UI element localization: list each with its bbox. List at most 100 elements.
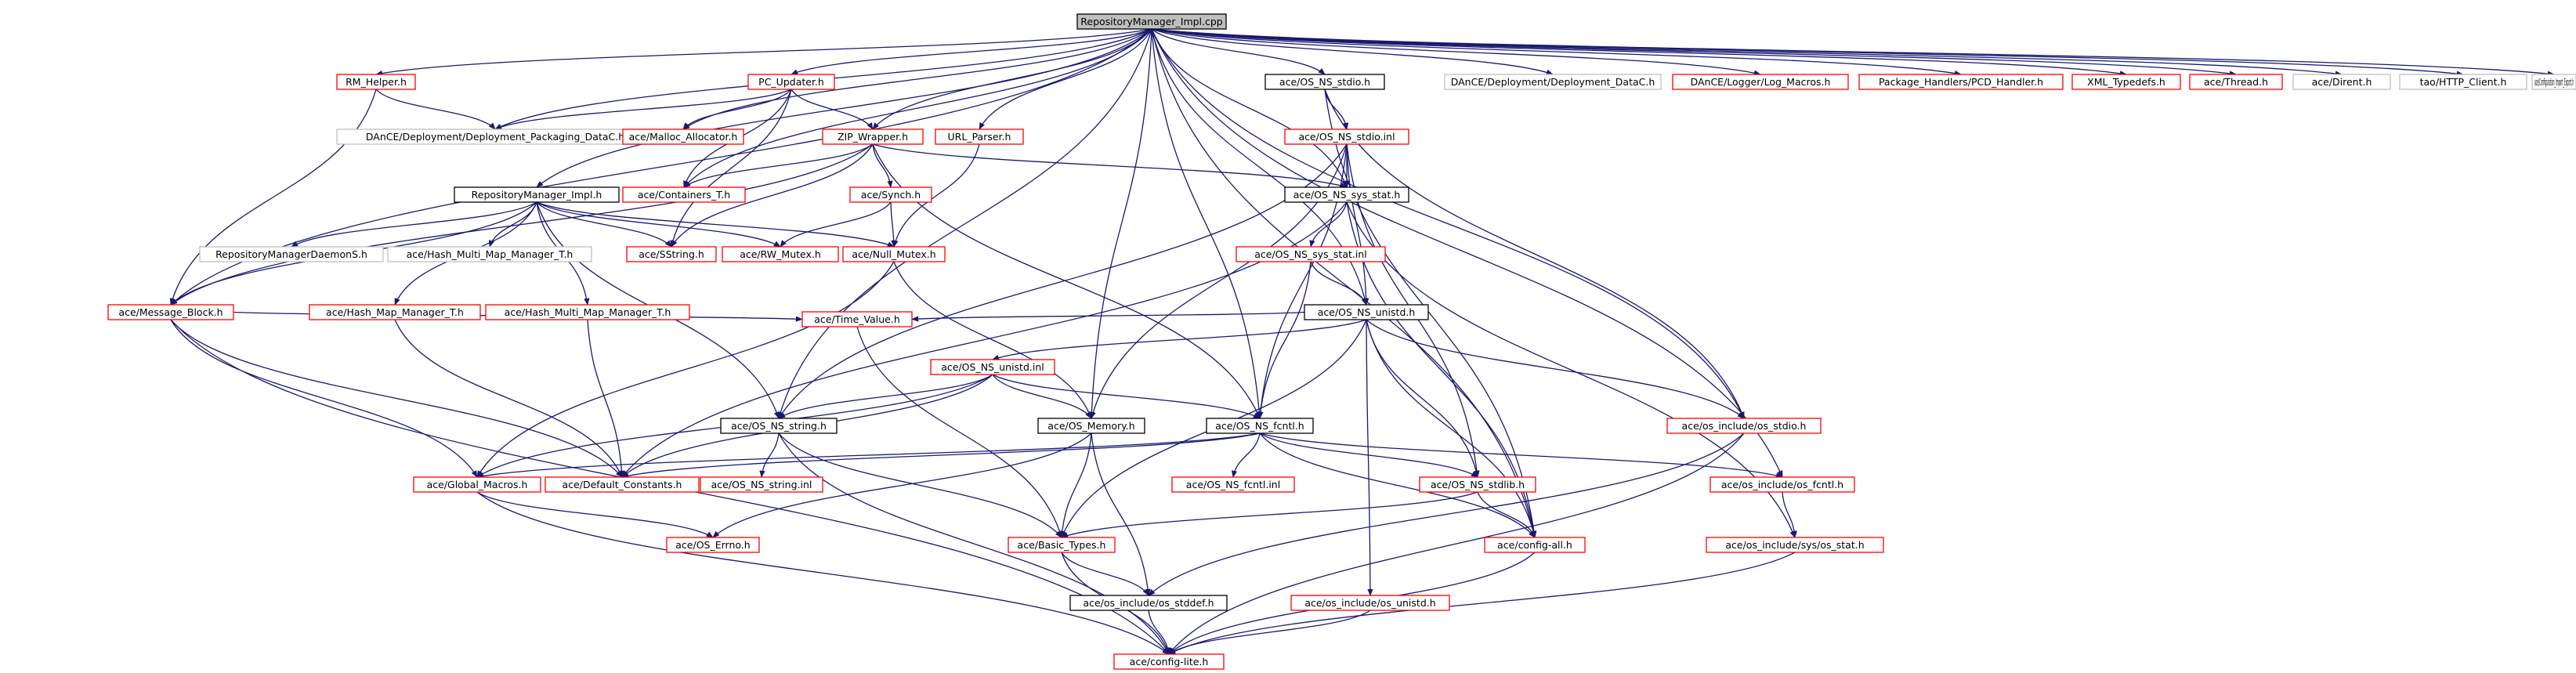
node-box-sys_stat_inl [1236, 246, 1386, 262]
node-inc_stdio[interactable]: ace/os_include/os_stdio.h [1666, 418, 1822, 434]
node-basic_types[interactable]: ace/Basic_Types.h [1008, 537, 1116, 553]
node-url_parser[interactable]: URL_Parser.h [935, 128, 1024, 145]
edge-null_mutex-to-os_memory [893, 261, 1092, 419]
node-label-hash_multi_map: ace/Hash_Multi_Map_Manager_T.h [407, 248, 573, 260]
node-rm_helper[interactable]: RM_Helper.h [336, 74, 416, 90]
edge-ns_fcntl-to-ns_stdlib [1259, 432, 1478, 478]
edge-pc_updater-to-malloc_alloc [682, 89, 792, 130]
node-xml_typedefs[interactable]: XML_Typedefs.h [2071, 74, 2181, 90]
node-label-ns_fcntl: ace/OS_NS_fcntl.h [1215, 420, 1304, 432]
edge-null_mutex-to-global_macros [476, 261, 895, 478]
node-hash_map[interactable]: ace/Hash_Map_Manager_T.h [309, 304, 481, 320]
node-ns_string_inl[interactable]: ace/OS_NS_string.inl [700, 476, 823, 493]
node-box-os_memory [1037, 418, 1145, 434]
node-ns_string[interactable]: ace/OS_NS_string.h [720, 418, 838, 434]
node-config_lite[interactable]: ace/config-lite.h [1113, 653, 1225, 670]
node-os_errno[interactable]: ace/OS_Errno.h [666, 537, 760, 553]
edge-pc_updater-to-sstring [670, 89, 792, 248]
node-box-rm_helper [336, 74, 416, 90]
edge-ns_fcntl-to-inc_fcntl [1259, 432, 1783, 479]
node-pcd_handler[interactable]: Package_Handlers/PCD_Handler.h [1858, 74, 2064, 90]
node-box-ns_fcntl [1206, 418, 1314, 434]
node-thread[interactable]: ace/Thread.h [2189, 74, 2283, 90]
edge-root-to-dirent [1151, 28, 2343, 77]
node-message_block[interactable]: ace/Message_Block.h [107, 304, 234, 320]
edge-inc_unistd-to-config_lite [1168, 610, 1371, 655]
edge-zip_wrapper-to-containers_t [683, 143, 874, 188]
edge-root-to-zip_wrapper [872, 28, 1152, 130]
node-box-zip_wrapper [822, 128, 924, 145]
edge-root-to-os_memory [1088, 28, 1152, 419]
node-global_macros[interactable]: ace/Global_Macros.h [413, 476, 541, 493]
node-label-ns_unistd_inl: ace/OS_NS_unistd.inl [941, 361, 1044, 373]
edge-rm_impl_h-to-rw_mutex [536, 201, 781, 248]
node-synch[interactable]: ace/Synch.h [849, 186, 932, 203]
node-box-null_mutex [842, 246, 946, 262]
node-label-malloc_alloc: ace/Malloc_Allocator.h [629, 131, 738, 143]
edge-ns_unistd_inl-to-os_memory [992, 374, 1092, 419]
edge-ns_stdio-to-config_all [1324, 89, 1537, 538]
node-ns_stdio[interactable]: ace/OS_NS_stdio.h [1264, 74, 1385, 90]
node-zip_wrapper[interactable]: ZIP_Wrapper.h [822, 128, 924, 145]
node-label-sys_stat: ace/OS_NS_sys_stat.h [1293, 189, 1401, 201]
node-ns_unistd_inl[interactable]: ace/OS_NS_unistd.inl [930, 359, 1055, 375]
node-box-root [1076, 13, 1227, 30]
node-label-log_macros: DAnCE/Logger/Log_Macros.h [1691, 76, 1831, 88]
node-containers_t[interactable]: ace/Containers_T.h [622, 186, 746, 203]
node-inc_stddef[interactable]: ace/os_include/os_stddef.h [1069, 595, 1228, 611]
edge-hash_map-to-default_consts [394, 319, 623, 478]
edge-os_memory-to-basic_types [1059, 432, 1092, 538]
node-ns_unistd[interactable]: ace/OS_NS_unistd.h [1304, 304, 1429, 320]
edge-root-to-containers_t [683, 28, 1152, 188]
edge-root-to-inc_stdio [1151, 28, 1745, 419]
node-box-rm_daemon [199, 246, 384, 262]
node-box-dirent [2292, 74, 2391, 90]
node-inc_fcntl[interactable]: ace/os_include/os_fcntl.h [1709, 476, 1855, 493]
edge-ns_unistd-to-config_all [1366, 319, 1536, 538]
node-os_memory[interactable]: ace/OS_Memory.h [1037, 418, 1145, 434]
edge-ns_unistd-to-ns_stdlib [1366, 319, 1479, 478]
node-box-ns_fcntl_inl [1171, 476, 1295, 493]
node-dep_pkg: DAnCE/Deployment/Deployment_Packaging_Da… [336, 128, 654, 145]
node-time_value[interactable]: ace/Time_Value.h [801, 311, 913, 327]
node-box-ns_stdlib [1419, 476, 1536, 493]
edge-rm_helper-to-dep_pkg [375, 89, 496, 130]
node-label-inc_unistd: ace/os_include/os_unistd.h [1304, 597, 1435, 609]
node-pc_updater[interactable]: PC_Updater.h [747, 74, 835, 90]
node-hash_multi_map_red[interactable]: ace/Hash_Multi_Map_Manager_T.h [485, 304, 690, 320]
node-ns_fcntl_inl[interactable]: ace/OS_NS_fcntl.inl [1171, 476, 1295, 493]
node-rm_impl_h[interactable]: RepositoryManager_Impl.h [454, 186, 620, 203]
edge-ns_unistd-to-ns_unistd_inl [992, 319, 1367, 360]
node-sys_stat[interactable]: ace/OS_NS_sys_stat.h [1284, 186, 1409, 203]
node-label-sstring: ace/SString.h [639, 248, 704, 260]
node-inc_unistd[interactable]: ace/os_include/os_unistd.h [1290, 595, 1450, 611]
node-box-message_block [107, 304, 234, 320]
edge-ns_string-to-basic_types [778, 432, 1062, 538]
node-dirent: ace/Dirent.h [2292, 74, 2391, 90]
node-ns_fcntl[interactable]: ace/OS_NS_fcntl.h [1206, 418, 1314, 434]
edge-inc_sys_stat-to-config_lite [1168, 552, 1796, 655]
node-default_consts[interactable]: ace/Default_Constants.h [545, 476, 700, 493]
node-box-ns_stdio [1264, 74, 1385, 90]
node-root[interactable]: RepositoryManager_Impl.cpp [1076, 13, 1227, 30]
node-box-hash_multi_map_red [485, 304, 690, 320]
edge-os_memory-to-inc_stddef [1091, 432, 1151, 596]
node-sys_stat_inl[interactable]: ace/OS_NS_sys_stat.inl [1236, 246, 1386, 262]
node-sstring[interactable]: ace/SString.h [626, 246, 717, 262]
edge-hash_multi_map_red-to-default_consts [587, 319, 625, 478]
node-box-default_consts [545, 476, 700, 493]
node-null_mutex[interactable]: ace/Null_Mutex.h [842, 246, 946, 262]
edge-sys_stat-to-default_consts [621, 201, 1348, 478]
node-malloc_alloc[interactable]: ace/Malloc_Allocator.h [622, 128, 744, 145]
node-ns_stdlib[interactable]: ace/OS_NS_stdlib.h [1419, 476, 1536, 493]
node-inc_sys_stat[interactable]: ace/os_include/sys/os_stat.h [1706, 537, 1884, 553]
edge-ns_stdlib-to-config_all [1477, 491, 1536, 538]
node-log_macros[interactable]: DAnCE/Logger/Log_Macros.h [1672, 74, 1849, 90]
edge-root-to-pc_updater [791, 28, 1152, 75]
node-label-zip_wrapper: ZIP_Wrapper.h [838, 131, 908, 143]
edge-ns_unistd-to-inc_unistd [1366, 319, 1373, 596]
node-rw_mutex[interactable]: ace/RW_Mutex.h [722, 246, 839, 262]
node-ns_stdio_inl[interactable]: ace/OS_NS_stdio.inl [1284, 128, 1409, 145]
node-box-sys_stat [1284, 186, 1409, 203]
node-config_all[interactable]: ace/config-all.h [1484, 537, 1586, 553]
